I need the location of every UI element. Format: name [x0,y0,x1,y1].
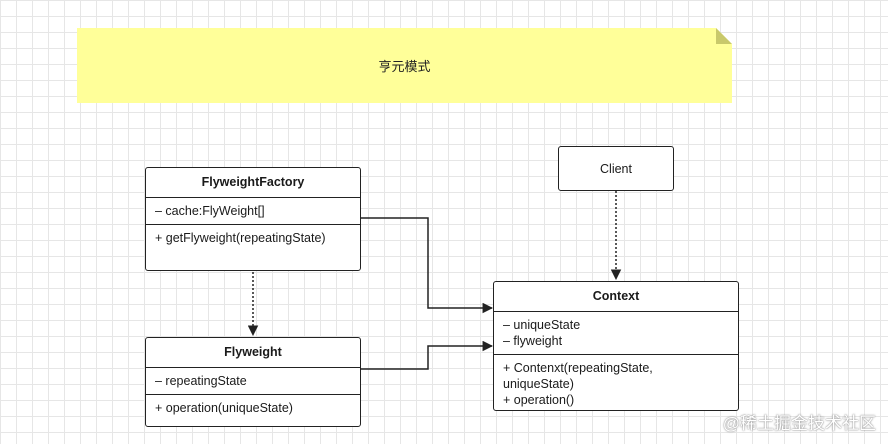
flyweight-to-context-association [360,340,494,370]
attributes-section: – repeatingState [146,368,360,394]
attribute: – uniqueState [503,318,581,332]
methods-section: + operation(uniqueState) [146,394,360,421]
context-class[interactable]: Context – uniqueState – flyweight + Cont… [493,281,739,411]
watermark: @稀土掘金技术社区 [722,414,876,433]
attributes-section: – uniqueState – flyweight [494,312,738,354]
class-name: FlyweightFactory [146,168,360,198]
client-label: Client [600,161,632,176]
flyweight-class[interactable]: Flyweight – repeatingState + operation(u… [145,337,361,427]
method: + Contenxt(repeatingState, [503,361,653,375]
attribute: – cache:FlyWeight[] [155,204,265,218]
client-box[interactable]: Client [558,146,674,191]
method: + operation() [503,393,575,407]
method: uniqueState) [503,377,574,391]
methods-section: + Contenxt(repeatingState, uniqueState) … [494,354,738,413]
class-name: Context [494,282,738,312]
flyweight-factory-class[interactable]: FlyweightFactory – cache:FlyWeight[] + g… [145,167,361,271]
methods-section: + getFlyweight(repeatingState) [146,224,360,251]
diagram-note: 亨元模式 [77,28,732,103]
class-name: Flyweight [146,338,360,368]
note-text: 亨元模式 [378,59,431,74]
attribute: – flyweight [503,334,563,348]
method: + operation(uniqueState) [155,401,293,415]
attributes-section: – cache:FlyWeight[] [146,198,360,224]
factory-to-context-association [360,217,494,314]
attribute: – repeatingState [155,374,247,388]
method: + getFlyweight(repeatingState) [155,231,326,245]
